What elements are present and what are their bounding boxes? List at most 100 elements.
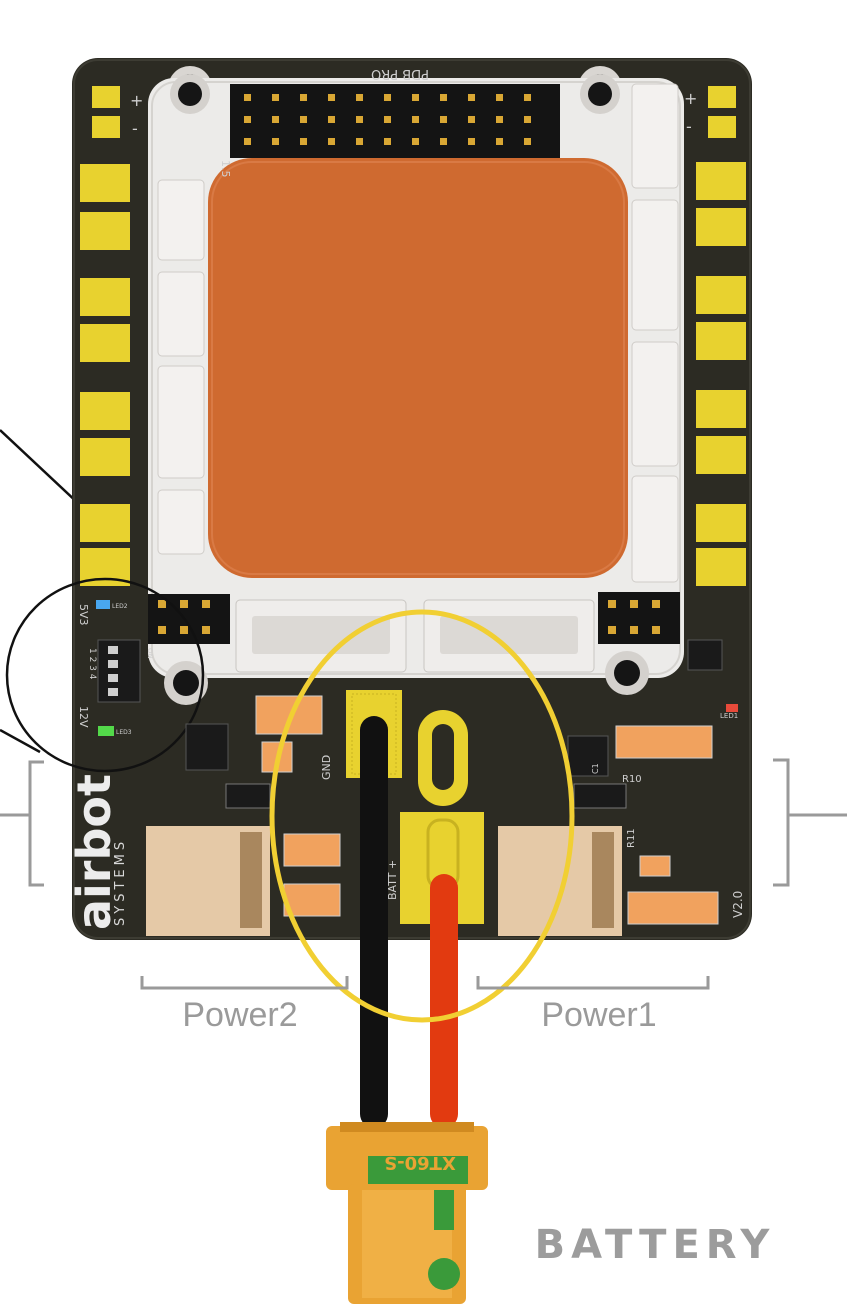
power2-label: Power2 [182,996,297,1034]
silk-12v: 12V [77,706,90,728]
esc-pad [696,436,746,474]
header-pin [328,138,335,145]
silk-c1: C1 [591,763,600,774]
esc-pad [80,164,130,202]
battery-connection-highlight [269,609,575,1023]
header-pin [328,116,335,123]
header-pin [496,116,503,123]
left-esc-pads [80,86,130,586]
right-aux-header [598,592,680,644]
header-pin [468,116,475,123]
header-pin [412,138,419,145]
header-pin [300,94,307,101]
header-pin [356,116,363,123]
header-pin [300,116,307,123]
header-pin [244,116,251,123]
power2-bracket [140,976,349,990]
header-pin [272,94,279,101]
esc-pad [696,322,746,360]
esc-pad [696,208,746,246]
esc-pad [80,212,130,250]
esc-pad [696,548,746,586]
esc-pad [708,116,736,138]
esc-pad [696,390,746,428]
header-pin [496,138,503,145]
header-pin [524,116,531,123]
right-bracket [773,758,790,887]
esc-pad [696,162,746,200]
left-aux-header [148,594,230,644]
header-pin [384,116,391,123]
header-pin [272,138,279,145]
header-pin [244,94,251,101]
battery-label: BATTERY [535,1222,776,1268]
header-pin [440,116,447,123]
header-pin [412,116,419,123]
header-pin [412,94,419,101]
header-pin [384,138,391,145]
flight-controller-module [208,158,628,578]
right-jst-connectors [631,83,679,583]
led2-blue [96,600,110,609]
silk-r10: R10 [622,774,642,785]
led3-green [98,726,114,736]
esc-pad [80,278,130,316]
header-pin [524,138,531,145]
esc-pad [80,504,130,542]
header-pin [356,94,363,101]
esc-pad [80,324,130,362]
esc-pad [696,276,746,314]
fc-revision: 1.5 [219,160,232,178]
power1-label: Power1 [541,996,656,1034]
header-pin [496,94,503,101]
header-pin [300,138,307,145]
silk-led3: LED3 [116,729,132,736]
board-title: PDB PRO [371,66,429,81]
silk-led2: LED2 [112,603,128,610]
header-pin [244,138,251,145]
xt60-connector: XT60-S [326,1122,488,1304]
esc-pad [92,86,120,108]
brand-sub: SYSTEMS [113,838,128,926]
dip-switch [97,639,141,703]
dip-on-label: ON [146,648,154,659]
header-pin [440,94,447,101]
board-version: V2.0 [731,891,745,918]
silk-5v3: 5V3 [77,604,90,626]
header-pin [468,94,475,101]
header-pin [524,94,531,101]
silk-plus-top-right: + [684,89,697,108]
power1-bracket [476,976,710,990]
airbot-logo: airbot SYSTEMS [67,774,128,930]
header-pin [328,94,335,101]
brand-name: airbot [67,774,121,930]
left-jst-connectors [157,179,205,555]
left-bracket [28,760,44,887]
led1-red [726,704,738,712]
esc-pad [696,504,746,542]
smd-components [185,639,738,925]
header-pin [356,138,363,145]
silk-minus-top-left: - [132,119,138,138]
right-esc-pads [696,86,746,586]
slot-pad [418,710,468,806]
silk-r11: R11 [626,828,637,848]
callout-line-lower [0,728,41,754]
silk-led1: LED1 [720,712,738,720]
silk-batt: BATT + [386,860,399,900]
esc-pad [708,86,736,108]
header-pin [384,94,391,101]
header-pin [272,116,279,123]
esc-pad [80,392,130,430]
header-pin [440,138,447,145]
esc-pad [80,438,130,476]
silk-gnd: GND [320,755,333,780]
callout-circle [5,577,205,773]
silk-minus-top-right: - [686,117,692,136]
pcb-edge-highlight [73,59,751,939]
dip-numbers: 1 2 3 4 [87,648,97,680]
xt60-model-label: XT60-S [384,1152,456,1173]
silk-plus-top-left: + [130,91,143,110]
top-pin-header [230,84,560,158]
